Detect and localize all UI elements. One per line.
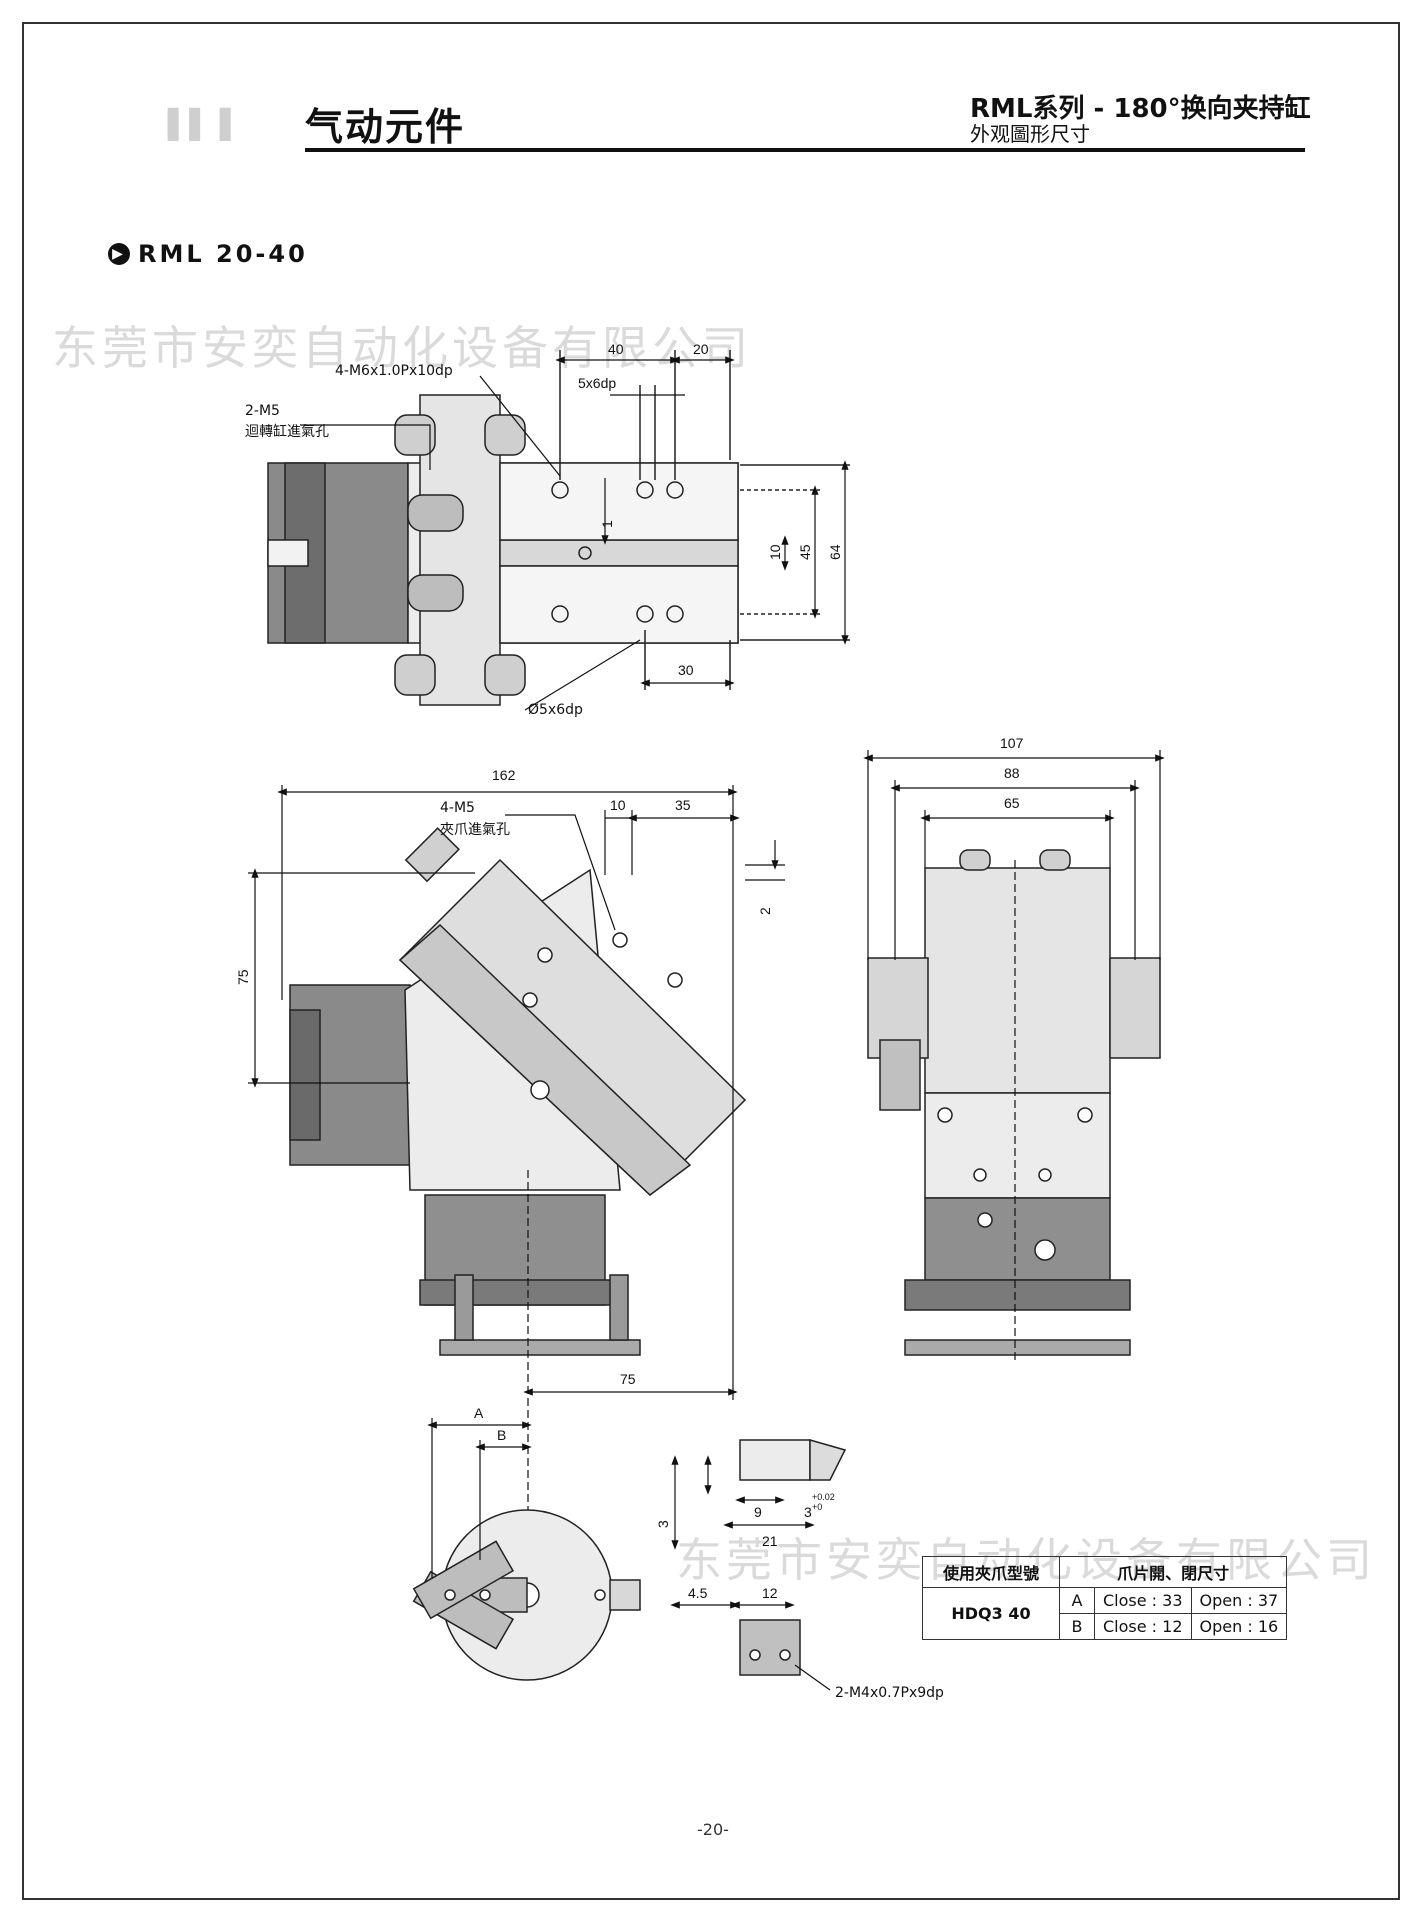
dim-jaw-21: 21: [762, 1533, 778, 1549]
dim-gripper-B: B: [497, 1427, 506, 1443]
front-rotary-base: [924, 1197, 1111, 1281]
gripper-view-dims: [427, 1418, 532, 1578]
dim-top-5x6dp: 5x6dp: [578, 375, 616, 391]
jaw-spec-table: 使用夾爪型號 爪片開、閉尺寸 HDQ3 40 A Close : 33 Open…: [922, 1556, 1288, 1640]
spec-model-value: HDQ3 40: [922, 1587, 1060, 1640]
spec-row-close-a: Close : 33: [1094, 1587, 1192, 1614]
dim-top-45: 45: [797, 544, 813, 560]
side-view-dims: [248, 785, 785, 1600]
spec-row-key-b: B: [1059, 1613, 1095, 1640]
dim-side-35: 35: [675, 797, 691, 813]
dim-jaw-4-5: 4.5: [688, 1585, 708, 1601]
jaw-detail-labels: 3 9 +0.02 +0 3 21 4.5 12 2-M4x0.7Px9dp: [655, 1492, 944, 1701]
model-label: RML 20-40: [138, 240, 308, 268]
category-title: 气动元件: [305, 105, 466, 149]
top-view-dims: [300, 356, 849, 711]
label-pin-holes: Ø5x6dp: [528, 702, 583, 718]
dim-front-107: 107: [1000, 735, 1024, 751]
dim-jaw-3-vertical: 3: [655, 1520, 671, 1528]
label-rotary-port-name: 迴轉缸進氣孔: [245, 423, 329, 440]
top-view-labels: 40 20 5x6dp 1 10 45 64 30 4-M6x1.0Px10dp…: [245, 341, 843, 718]
jaw-lower-part: [739, 1619, 801, 1676]
header-rule: [305, 148, 1305, 152]
side-view-labels: 162 10 35 2 75 75 4-M5 夾爪進氣孔: [235, 767, 773, 1387]
front-view-labels: 107 88 65: [1000, 735, 1024, 811]
front-view: [867, 849, 1161, 1356]
dim-jaw-9: 9: [754, 1504, 762, 1520]
label-jaw-port-code: 4-M5: [440, 800, 475, 816]
label-thread-holes: 4-M6x1.0Px10dp: [335, 363, 453, 379]
gripper-view-labels: A B: [474, 1405, 506, 1443]
front-view-dims: [863, 750, 1165, 1360]
header-decoration: ▌▌ ▌: [168, 108, 242, 141]
gripper-view: [412, 1509, 641, 1681]
dim-front-88: 88: [1004, 765, 1020, 781]
dim-top-10: 10: [767, 544, 783, 560]
dim-jaw-12: 12: [762, 1585, 778, 1601]
dim-top-20: 20: [693, 341, 709, 357]
jaw-detail: [739, 1439, 847, 1676]
gripper-jaw-lower: [412, 1540, 515, 1620]
dim-top-1: 1: [599, 520, 615, 528]
top-view: [267, 350, 850, 706]
spec-row-open-a: Open : 37: [1190, 1587, 1288, 1614]
dim-side-75-horizontal: 75: [620, 1371, 636, 1387]
dim-top-64: 64: [827, 544, 843, 560]
series-title: RML系列 - 180°换向夹持缸: [970, 94, 1311, 124]
front-cylinder: [924, 867, 1111, 1094]
series-subtitle: 外观圖形尺寸: [970, 122, 1090, 146]
side-view: [289, 827, 747, 1356]
dim-front-65: 65: [1004, 795, 1020, 811]
jaw-detail-dims: [670, 1455, 831, 1691]
dim-side-162: 162: [492, 767, 516, 783]
spec-row-key-a: A: [1059, 1587, 1095, 1614]
dim-side-2: 2: [757, 907, 773, 915]
dim-side-10: 10: [610, 797, 626, 813]
label-jaw-thread: 2-M4x0.7Px9dp: [835, 1685, 944, 1701]
dim-jaw-tol-upper: +0.02: [812, 1492, 835, 1502]
label-jaw-port-name: 夾爪進氣孔: [440, 822, 510, 838]
spec-header-dims: 爪片開、閉尺寸: [1058, 1556, 1288, 1588]
spec-header-model: 使用夾爪型號: [922, 1556, 1060, 1588]
jaw-upper-part: [739, 1439, 811, 1481]
label-rotary-port-code: 2-M5: [245, 403, 280, 419]
dim-side-75-vertical: 75: [235, 969, 251, 985]
dim-jaw-3: 3: [804, 1504, 812, 1520]
model-heading: ▶ RML 20-40: [108, 240, 308, 268]
dim-top-30: 30: [678, 662, 694, 678]
dim-gripper-A: A: [474, 1405, 484, 1421]
dim-top-40: 40: [608, 341, 624, 357]
watermark-1: 东莞市安奕自动化设备有限公司: [52, 321, 752, 375]
spec-row-close-b: Close : 12: [1094, 1613, 1192, 1640]
arrow-bullet-icon: ▶: [108, 243, 130, 265]
page-number: -20-: [697, 1820, 729, 1839]
page-border: [22, 22, 1400, 1900]
dim-jaw-tol-lower: +0: [812, 1502, 822, 1512]
spec-row-open-b: Open : 16: [1190, 1613, 1288, 1640]
